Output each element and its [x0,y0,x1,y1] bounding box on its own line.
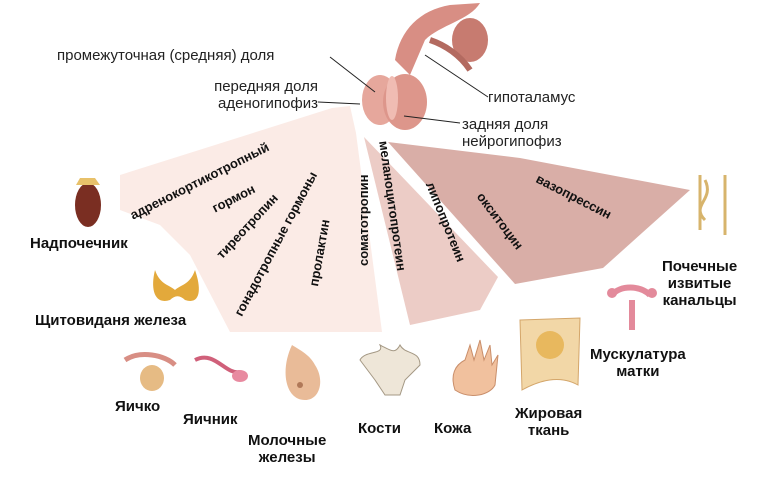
adrenal-icon [75,178,101,227]
organ-fat-2: ткань [527,422,570,439]
uterus-icon [607,284,657,330]
organ-ovary: Яичник [183,411,238,428]
organ-testis: Яичко [115,398,161,415]
mammary-icon [285,345,321,400]
organ-thyroid: Щитовиданя железа [35,312,187,329]
hormone-somatotropin: соматотропин [356,174,371,266]
organ-mammary-2: железы [258,449,316,466]
organ-mammary-1: Молочные [248,432,327,449]
label-anterior-1: передняя доля [214,78,318,95]
label-intermediate-lobe: промежуточная (средняя) доля [57,47,275,64]
intermediate-fan [364,137,498,325]
neurohypophysis-fan [388,142,690,284]
organ-uterus-2: матки [616,363,660,380]
organ-bones: Кости [358,420,402,437]
thyroid-icon [153,270,199,301]
label-posterior-1: задняя доля [462,116,549,133]
ovary-icon [194,355,248,382]
pointer-lines [317,54,489,124]
kidney-tubules-icon [698,175,727,235]
organ-kidney-3: канальцы [662,292,737,309]
label-anterior-2: аденогипофиз [218,95,318,112]
testis-icon [123,352,177,391]
label-hypothalamus: гипоталамус [488,89,576,106]
organ-fat-1: Жировая [515,405,583,422]
label-posterior-2: нейрогипофиз [462,133,562,150]
fat-tissue-icon [519,317,581,391]
organ-skin: Кожа [434,420,472,437]
organ-kidney-2: извитые [667,275,732,292]
adenohypophysis-fan [120,106,382,332]
organ-adrenal: Надпочечник [30,235,128,252]
pituitary-gland-icon [362,3,488,130]
organ-uterus-1: Мускулатура [590,346,686,363]
skin-hand-icon [452,339,499,396]
bones-icon [359,343,421,396]
organ-kidney-1: Почечные [662,258,738,275]
